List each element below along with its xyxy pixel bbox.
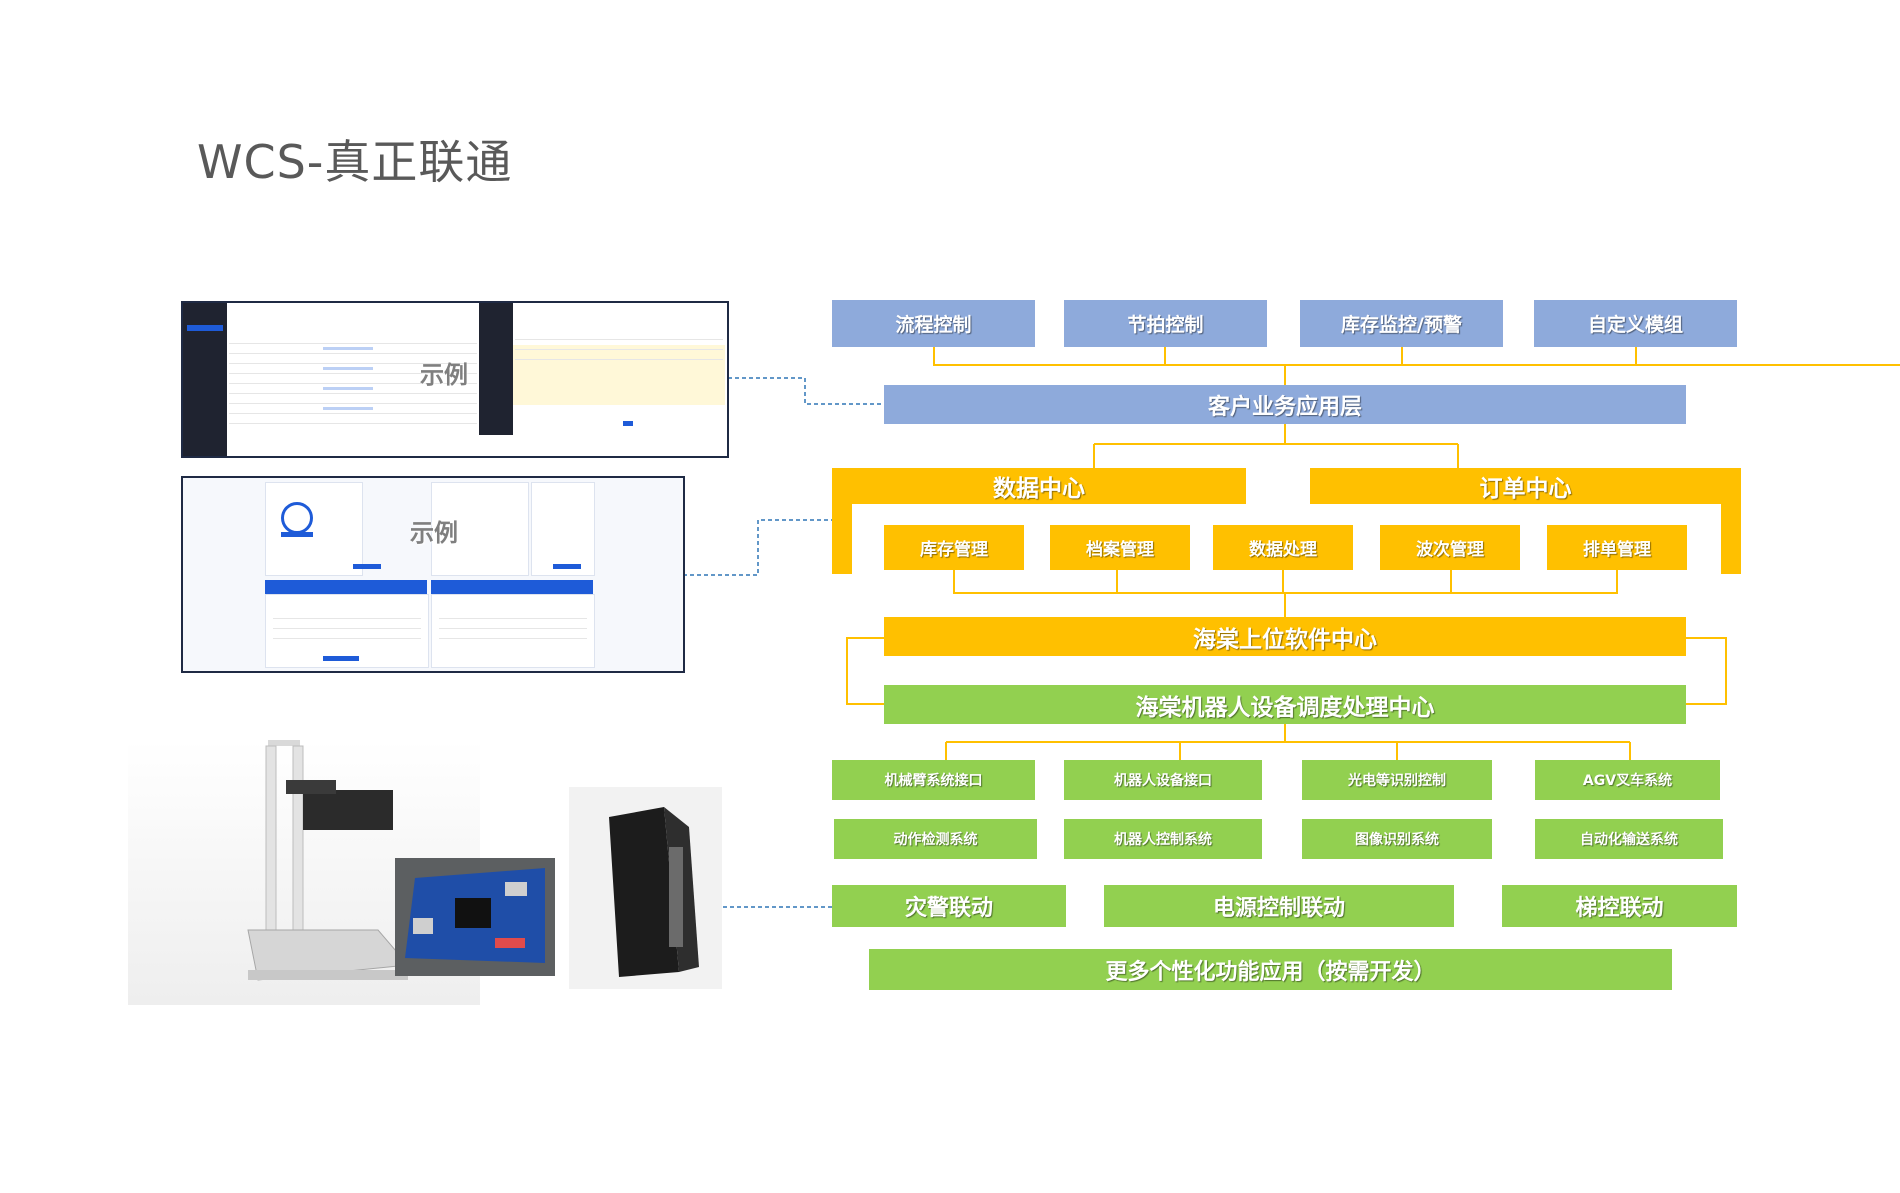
module-custom: 自定义模组 — [1534, 300, 1737, 347]
dispatch-center: 海棠机器人设备调度处理中心 — [884, 685, 1686, 724]
module-scheduling-mgmt: 排单管理 — [1547, 525, 1687, 570]
progress-circle — [281, 502, 313, 534]
sidebar-right — [479, 303, 513, 435]
example-label-1: 示例 — [420, 361, 468, 389]
linkage-power-control: 电源控制联动 — [1104, 885, 1454, 927]
interface-image-recognition: 图像识别系统 — [1302, 819, 1492, 859]
module-inventory-mgmt: 库存管理 — [884, 525, 1024, 570]
interface-robot-control: 机器人控制系统 — [1064, 819, 1262, 859]
screenshot-wcs-list — [181, 301, 729, 458]
page-title: WCS-真正联通 — [197, 135, 513, 189]
interface-robot-device: 机器人设备接口 — [1064, 760, 1262, 800]
control-board-photo — [395, 858, 555, 976]
highlight-panel — [513, 345, 725, 405]
module-inventory-monitor: 库存监控/预警 — [1300, 300, 1503, 347]
business-layer: 客户业务应用层 — [884, 385, 1686, 424]
software-center: 海棠上位软件中心 — [884, 617, 1686, 656]
more-custom-apps: 更多个性化功能应用（按需开发） — [869, 949, 1672, 990]
interface-robot-arm: 机械臂系统接口 — [832, 760, 1035, 800]
controller-box-photo — [569, 787, 722, 989]
interface-auto-conveyor: 自动化输送系统 — [1535, 819, 1723, 859]
module-process-control: 流程控制 — [832, 300, 1035, 347]
screenshot-wcs-dashboard — [181, 476, 685, 673]
data-center: 数据中心 — [832, 468, 1246, 504]
module-takt-control: 节拍控制 — [1064, 300, 1267, 347]
sidebar-active-item — [187, 325, 223, 331]
example-label-2: 示例 — [410, 519, 458, 547]
module-archive-mgmt: 档案管理 — [1050, 525, 1190, 570]
order-center: 订单中心 — [1310, 468, 1741, 504]
linkage-elevator-control: 梯控联动 — [1502, 885, 1737, 927]
interface-photoelectric: 光电等识别控制 — [1302, 760, 1492, 800]
interface-agv-forklift: AGV叉车系统 — [1535, 760, 1720, 800]
module-data-processing: 数据处理 — [1213, 525, 1353, 570]
interface-motion-detection: 动作检测系统 — [834, 819, 1037, 859]
linkage-disaster-alarm: 灾警联动 — [832, 885, 1066, 927]
module-wave-mgmt: 波次管理 — [1380, 525, 1520, 570]
